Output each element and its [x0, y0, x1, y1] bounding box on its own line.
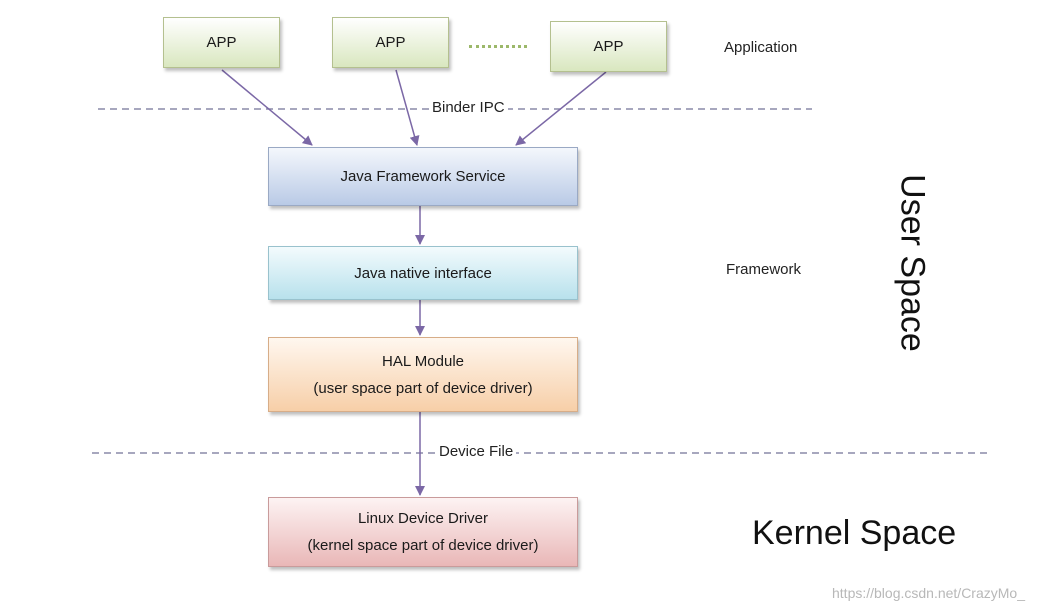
java-framework-service-box: Java Framework Service: [268, 147, 578, 206]
ellipsis-dots: [469, 45, 527, 48]
source-watermark: https://blog.csdn.net/CrazyMo_: [832, 585, 1025, 601]
binder-ipc-label: Binder IPC: [429, 99, 508, 116]
arrow-app2-to-java-framework: [395, 69, 420, 146]
linux-device-driver-title: Linux Device Driver: [357, 510, 489, 527]
arrow-app3-to-java-framework: [515, 71, 607, 146]
device-file-label: Device File: [436, 443, 517, 460]
app-box-2: APP: [332, 17, 449, 68]
app-box-1-label: APP: [206, 34, 237, 51]
application-label: Application: [724, 39, 798, 56]
hal-module-title: HAL Module: [382, 352, 464, 370]
app-box-1: APP: [163, 17, 280, 68]
app-box-3: APP: [550, 21, 667, 72]
arrow-app1-to-java-framework: [221, 69, 313, 146]
framework-label: Framework: [726, 261, 802, 278]
java-framework-service-label: Java Framework Service: [340, 168, 506, 185]
app-box-2-label: APP: [375, 34, 406, 51]
java-native-interface-box: Java native interface: [268, 246, 578, 300]
linux-device-driver-subtitle: (kernel space part of device driver): [307, 537, 539, 554]
kernel-space-label: Kernel Space: [752, 514, 957, 552]
hal-module-box: HAL Module (user space part of device dr…: [268, 337, 578, 412]
java-native-interface-label: Java native interface: [354, 264, 492, 282]
linux-device-driver-box: Linux Device Driver (kernel space part o…: [268, 497, 578, 567]
hal-module-subtitle: (user space part of device driver): [313, 379, 533, 397]
app-box-3-label: APP: [593, 38, 624, 55]
user-space-label: User Space: [893, 174, 932, 352]
